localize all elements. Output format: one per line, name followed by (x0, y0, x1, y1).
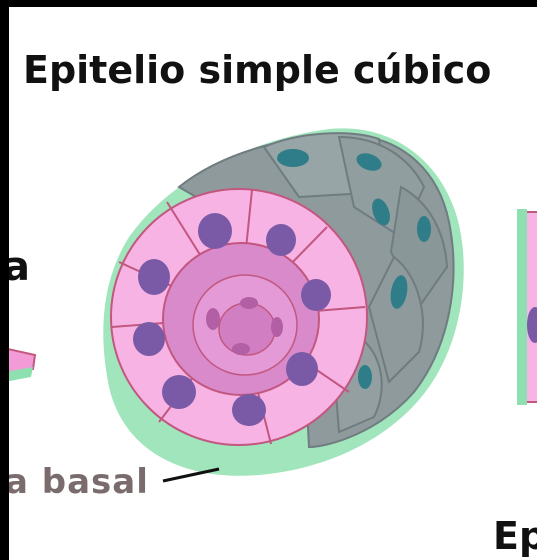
left-neighbor-fragment (9, 347, 35, 383)
front-cell-ring (111, 189, 367, 445)
basal-leader-line (163, 469, 219, 481)
left-label-fragment: a (9, 247, 30, 287)
basal-membrane-label: a basal (9, 465, 149, 499)
bottom-label-fragment: Ep (493, 517, 537, 555)
right-neighbor-fragment (517, 209, 537, 405)
diagram-panel: Epitelio simple cúbico a a basal Ep (9, 7, 537, 560)
diagram-title: Epitelio simple cúbico (23, 51, 491, 89)
